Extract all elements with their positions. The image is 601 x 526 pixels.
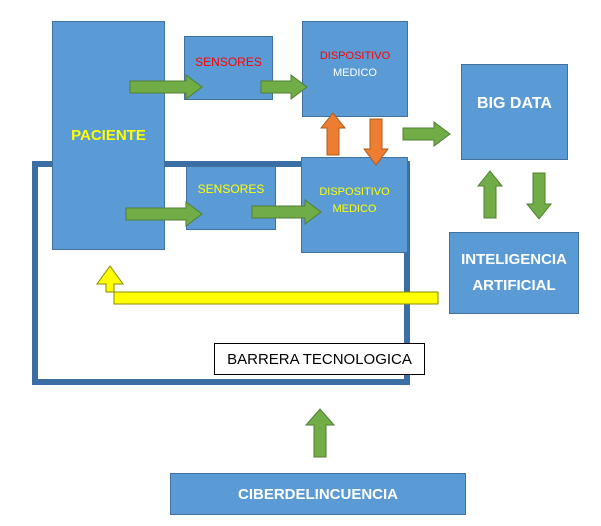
ciberdelincuencia-box: CIBERDELINCUENCIA (170, 473, 466, 515)
paciente-label: PACIENTE (71, 127, 146, 144)
dispositivo-medico-bottom-box: DISPOSITIVO MEDICO (301, 157, 408, 253)
dispositivo-top-line2: MEDICO (332, 67, 377, 79)
arrow-ia-to-big-data (476, 170, 504, 219)
dispositivo-bottom-line1: DISPOSITIVO (319, 186, 390, 198)
ia-line1: INTELIGENCIA (461, 251, 567, 268)
inteligencia-artificial-box: INTELIGENCIA ARTIFICIAL (449, 232, 579, 314)
technology-barrier-frame (32, 161, 410, 385)
arrow-ia-feedback-to-paciente (96, 265, 439, 305)
arrow-dispositivo-to-big-data (402, 121, 451, 147)
arrow-big-data-to-ia (525, 172, 553, 220)
sensores-bottom-label: SENSORES (197, 182, 265, 196)
dispositivo-bottom-line2: MEDICO (332, 203, 377, 215)
arrow-paciente-to-sensores-top (129, 74, 203, 100)
dispositivo-medico-bottom-label: DISPOSITIVO MEDICO (319, 184, 389, 218)
ia-line2: ARTIFICIAL (472, 277, 556, 294)
sensores-bottom-box: SENSORES (186, 166, 276, 230)
arrow-ciberdelincuencia-to-barrera (304, 408, 336, 458)
ciberdelincuencia-label: CIBERDELINCUENCIA (237, 485, 398, 503)
barrera-tecnologica-text: BARRERA TECNOLOGICA (227, 350, 412, 368)
arrow-paciente-to-sensores-bottom (125, 201, 203, 227)
sensores-top-box: SENSORES (184, 36, 273, 100)
barrera-tecnologica-label: BARRERA TECNOLOGICA (214, 343, 425, 375)
big-data-label: BIG DATA (477, 95, 552, 112)
arrow-sensores-bottom-to-dispositivo-bottom (251, 199, 322, 225)
dispositivo-medico-top-box: DISPOSITIVO MEDICO (302, 21, 408, 117)
sensores-top-label: SENSORES (195, 55, 262, 69)
arrow-dispositivo-top-to-bottom (363, 118, 389, 166)
arrow-dispositivo-bottom-to-top (319, 112, 347, 156)
dispositivo-medico-top-label: DISPOSITIVO MEDICO (320, 48, 390, 82)
arrow-sensores-top-to-dispositivo-top (260, 74, 308, 100)
inteligencia-artificial-label: INTELIGENCIA ARTIFICIAL (461, 247, 567, 299)
big-data-box: BIG DATA (461, 64, 568, 160)
dispositivo-top-line1: DISPOSITIVO (319, 50, 391, 62)
